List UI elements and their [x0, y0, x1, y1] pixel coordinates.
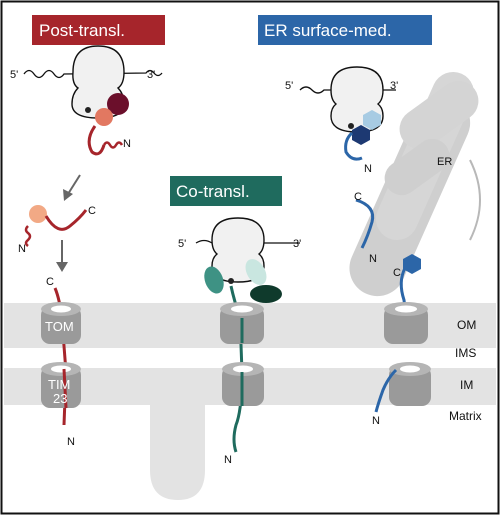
er-ribosome-dot	[348, 123, 354, 129]
er-n-term-2: N	[369, 253, 377, 265]
er-factor-dark	[352, 125, 370, 145]
tim-label-line2: 23	[53, 391, 67, 406]
er-n-term-3: N	[372, 415, 380, 427]
post-arrow-1	[67, 174, 81, 195]
co-five-prime: 5'	[178, 238, 186, 250]
co-ribosome-dot	[228, 278, 234, 284]
co-factor-light	[245, 259, 267, 285]
post-ribosome-dot	[85, 107, 91, 113]
post-c-term-1: C	[88, 205, 96, 217]
compartment-matrix: Matrix	[449, 409, 482, 423]
post-n-term-3: N	[67, 436, 75, 448]
banner-post-transl	[32, 15, 165, 45]
compartment-ims: IMS	[455, 346, 476, 360]
er-c-term-2: C	[393, 267, 401, 279]
post-chaperone-light	[95, 108, 113, 126]
post-arrow-1-head	[63, 189, 73, 201]
banner-er-surface-title: ER surface-med.	[264, 21, 392, 40]
post-five-prime: 5'	[10, 69, 18, 81]
compartment-im: IM	[460, 378, 473, 392]
er-label: ER	[437, 156, 452, 168]
er-imported-chain	[374, 368, 398, 413]
er-membrane	[349, 71, 481, 297]
compartment-om: OM	[457, 318, 476, 332]
tom-label: TOM	[45, 319, 74, 334]
er-five-prime: 5'	[285, 80, 293, 92]
post-precursor-chain	[44, 209, 88, 231]
er-nascent-chain	[344, 131, 363, 161]
tim-label-line1: TIM	[48, 377, 70, 392]
er-tom-complex	[384, 302, 428, 344]
post-precursor-helix	[24, 225, 32, 247]
post-n-term-1: N	[123, 138, 131, 150]
er-n-term-1: N	[364, 163, 372, 175]
banner-post-transl-title: Post-transl.	[39, 21, 125, 40]
post-nascent-chain	[87, 125, 106, 156]
post-c-term-2: C	[46, 276, 54, 288]
post-chaperone-dark	[107, 93, 129, 115]
post-three-prime: 3'	[147, 69, 155, 81]
post-precursor-chaperone	[29, 205, 47, 223]
co-three-prime: 3'	[293, 238, 301, 250]
er-three-prime: 3'	[390, 80, 398, 92]
banner-co-transl	[170, 176, 282, 206]
er-mrna	[299, 86, 396, 94]
post-mrna	[23, 69, 163, 79]
er-factor-light	[363, 110, 381, 130]
post-helix	[102, 141, 124, 149]
tim23-chain-front	[62, 368, 68, 409]
post-n-term-2: N	[18, 243, 26, 255]
er-c-term-1: C	[354, 191, 362, 203]
post-arrow-2-head	[56, 262, 68, 272]
er-surface-chain	[355, 198, 375, 249]
tom-complex	[41, 302, 81, 344]
co-factor-dark	[250, 285, 282, 303]
co-n-term: N	[224, 454, 232, 466]
er-handover-factor	[403, 254, 421, 274]
banner-co-transl-title: Co-transl.	[176, 182, 250, 201]
er-tim-complex	[389, 362, 431, 406]
inner-membrane	[4, 368, 496, 500]
banner-er-surface	[258, 15, 432, 45]
er-handover-chain	[399, 267, 408, 319]
tim23-complex	[41, 362, 81, 408]
co-factor-mid	[204, 266, 224, 294]
